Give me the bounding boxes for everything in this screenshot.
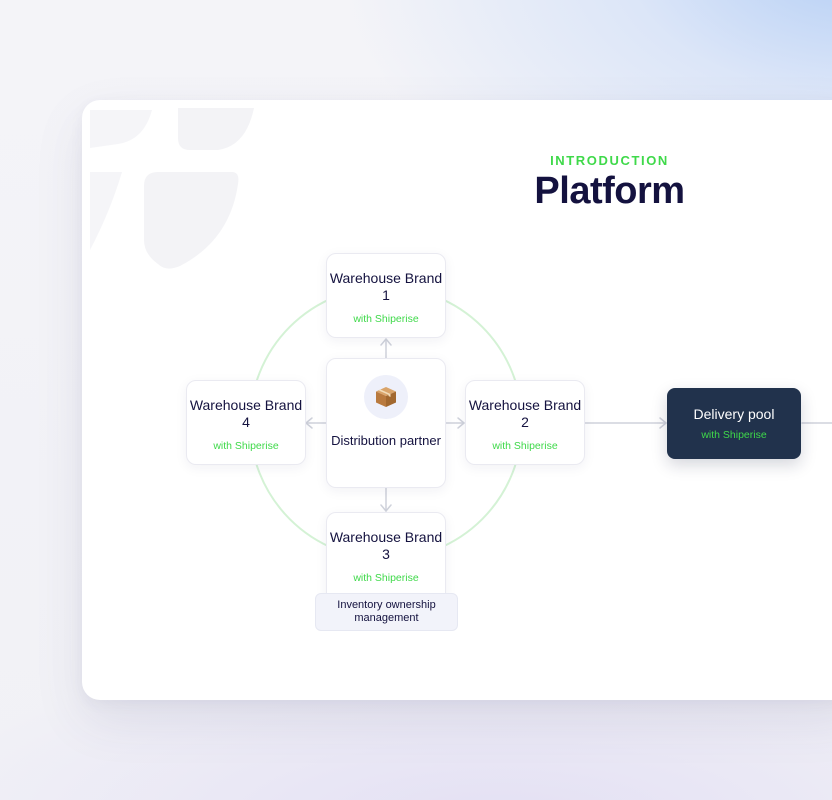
warehouse-brand-4-node: Warehouse Brand 4 with Shiperise [186, 380, 306, 465]
delivery-pool-sub: with Shiperise [701, 429, 767, 441]
warehouse-brand-2-node: Warehouse Brand 2 with Shiperise [465, 380, 585, 465]
delivery-pool-node: Delivery pool with Shiperise [667, 388, 801, 459]
warehouse-brand-2-sub: with Shiperise [492, 440, 558, 452]
inventory-ownership-note: Inventory ownership management [315, 593, 458, 631]
warehouse-brand-3-label: Warehouse Brand 3 [329, 529, 443, 562]
warehouse-brand-1-sub: with Shiperise [353, 313, 419, 325]
warehouse-brand-4-sub: with Shiperise [213, 440, 279, 452]
platform-card: INTRODUCTION Platform Warehouse Brand 1 … [82, 100, 832, 700]
section-eyebrow: INTRODUCTION [550, 153, 669, 168]
decorative-shapes [90, 108, 254, 269]
page-title: Platform [534, 170, 685, 212]
delivery-pool-label: Delivery pool [693, 406, 775, 422]
warehouse-brand-4-label: Warehouse Brand 4 [189, 397, 303, 430]
warehouse-brand-3-sub: with Shiperise [353, 572, 419, 584]
distribution-partner-label: Distribution partner [331, 433, 441, 448]
warehouse-brand-2-label: Warehouse Brand 2 [468, 397, 582, 430]
distribution-partner-node: Distribution partner [326, 358, 446, 488]
warehouse-brand-1-node: Warehouse Brand 1 with Shiperise [326, 253, 446, 338]
warehouse-brand-1-label: Warehouse Brand 1 [329, 270, 443, 303]
package-icon [364, 375, 408, 419]
